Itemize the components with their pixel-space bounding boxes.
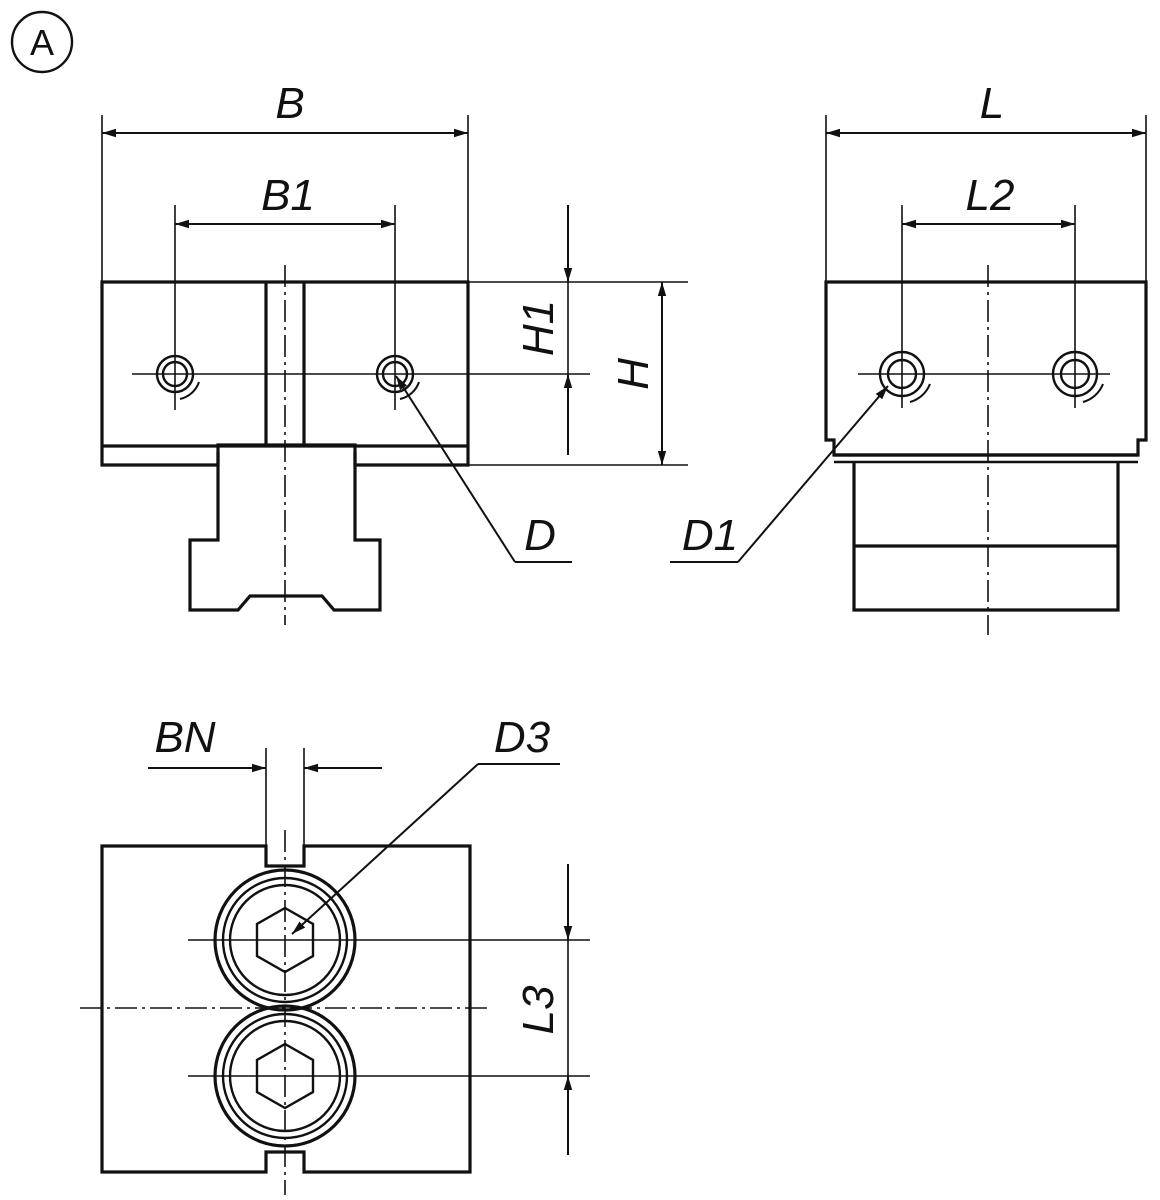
front-view: B B1 H1 H D — [100, 79, 688, 625]
dim-label-D1: D1 — [682, 511, 738, 560]
dim-label-B: B — [275, 79, 304, 128]
front-left-hole — [155, 205, 200, 410]
dim-label-D: D — [524, 511, 556, 560]
dim-label-L3: L3 — [514, 985, 563, 1034]
front-right-hole — [375, 205, 420, 410]
side-view: L L2 D1 — [670, 79, 1148, 635]
upper-screw — [188, 868, 590, 1012]
dim-label-B1: B1 — [261, 171, 315, 220]
dim-label-BN: BN — [154, 713, 215, 762]
variant-badge-label: A — [30, 22, 54, 63]
dim-label-D3: D3 — [494, 713, 551, 762]
side-right-hole — [1051, 205, 1104, 408]
dim-label-L: L — [980, 79, 1004, 128]
side-left-hole — [878, 205, 931, 408]
variant-badge: A — [10, 10, 74, 74]
lower-screw — [188, 1004, 590, 1148]
dim-label-H1: H1 — [514, 300, 563, 356]
dim-label-L2: L2 — [966, 171, 1015, 220]
dim-label-H: H — [609, 358, 658, 390]
top-view: BN D3 L3 — [80, 713, 590, 1195]
